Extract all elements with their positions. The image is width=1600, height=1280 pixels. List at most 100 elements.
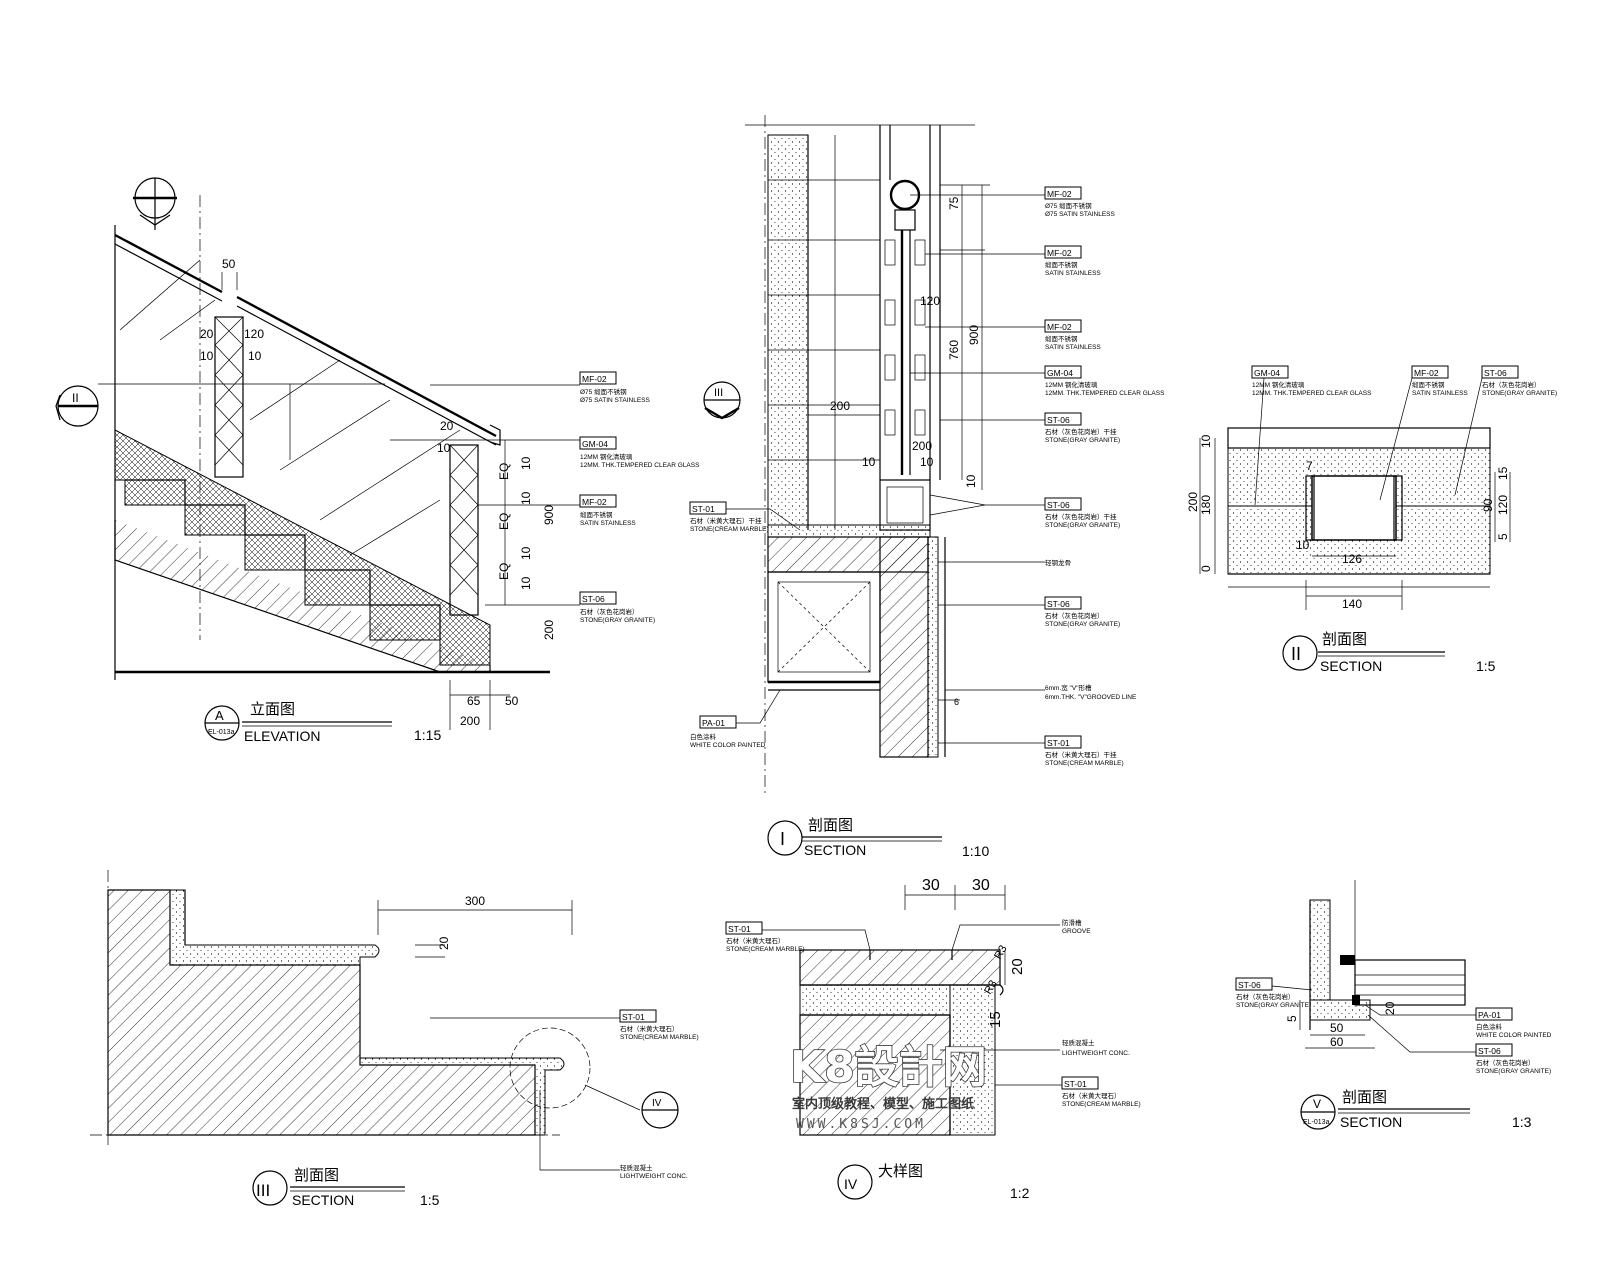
callout-code: MF-02 [1047, 322, 1072, 332]
callout-en: STONE(GRAY GRANITE) [1476, 1068, 1551, 1075]
callout-code: ST-06 [1238, 980, 1261, 990]
handrail [114, 233, 501, 446]
watermark: K8設計网 室内顶级教程、模型、施工图纸 WWW.K8SJ.COM [789, 1041, 987, 1132]
dim-label: 10 [248, 349, 262, 363]
callout-cn: 轻质混凝土 [620, 1163, 653, 1172]
callout-cn: 缎面不锈钢 [1045, 334, 1078, 343]
callout-code: PA-01 [702, 718, 725, 728]
section-marker-ii-left: II [55, 383, 385, 427]
dim-label: 10 [437, 441, 451, 455]
title-cn: 剖面图 [1342, 1089, 1387, 1106]
detail-iv-callouts: ST-01 石材（米黄大理石） STONE(CREAM MARBLE) 防滑槽 … [725, 918, 1141, 1108]
title-en: SECTION [292, 1192, 354, 1208]
callout-cn: 12MM 钢化清玻璃 [1252, 380, 1305, 389]
dim-label: 15 [987, 1011, 1004, 1028]
glass-balustrade [879, 125, 941, 480]
title-en: SECTION [1320, 658, 1382, 674]
callout-cn: 12MM 钢化清玻璃 [1045, 380, 1098, 389]
dim-label: 200 [912, 439, 932, 453]
dim-label: 120 [244, 327, 264, 341]
dim-label: 7 [1306, 459, 1313, 473]
dim-label: 20 [200, 327, 214, 341]
title-cn: 剖面图 [808, 817, 853, 834]
dim-label: 20 [440, 419, 454, 433]
section-i-dimensions: 75 120 900 760 200 200 10 10 10 6 [808, 184, 990, 707]
drawing-title-i: I 剖面图 SECTION 1:10 [767, 817, 989, 859]
callout-en: SATIN STAINLESS [1045, 344, 1101, 351]
title-en: SECTION [804, 842, 866, 858]
dim-label: 5 [1285, 1015, 1299, 1022]
callout-cn: Ø75 缎面不锈钢 [580, 387, 627, 396]
title-tag: IV [844, 1176, 858, 1192]
title-cn: 大样图 [878, 1163, 923, 1180]
dim-label: 140 [1342, 597, 1362, 611]
callout-en: 12MM. THK.TEMPERED CLEAR GLASS [1045, 390, 1165, 397]
title-tag: A [215, 708, 224, 723]
dim-label: 30 [922, 877, 940, 894]
drawing-title-iii: III 剖面图 SECTION 1:5 [252, 1167, 440, 1208]
dim-label: 75 [947, 196, 961, 210]
callout-en: SATIN STAINLESS [1045, 270, 1101, 277]
callout-cn: 白色涂料 [1476, 1022, 1503, 1031]
callout-en: GROOVE [1062, 928, 1091, 935]
callout-en: STONE(GRAY GRANITE) [1045, 522, 1120, 529]
title-en: SECTION [1340, 1114, 1402, 1130]
callout-en: STONE(GRAY GRANITE) [580, 617, 655, 624]
callout-cn: 防滑槽 [1062, 918, 1082, 927]
callout-cn: 石材（灰色花岗岩） [1045, 611, 1104, 620]
title-ref: EL-013a [208, 729, 235, 736]
dim-label: 10 [519, 456, 533, 470]
callout-code: GM-04 [1047, 368, 1073, 378]
title-cn: 立面图 [250, 701, 295, 718]
elevation-dimensions: 50 20 120 10 10 20 10 900 200 EQ EQ EQ 1… [200, 257, 556, 730]
dim-label: 120 [920, 294, 940, 308]
callout-en: 12MM. THK.TEMPERED CLEAR GLASS [1252, 390, 1372, 397]
callout-code: ST-01 [1064, 1079, 1087, 1089]
callout-code: ST-01 [1047, 738, 1070, 748]
title-tag: III [256, 1181, 270, 1200]
title-scale: 1:2 [1010, 1185, 1030, 1201]
section-drawing-i: III 75 120 900 760 200 200 10 10 10 6 MF… [689, 115, 1165, 859]
callout-cn: 石材（米黄大理石） [1062, 1091, 1121, 1100]
elevation-callouts: MF-02 Ø75 缎面不锈钢 Ø75 SATIN STAINLESS GM-0… [390, 371, 700, 624]
callout-cn: 石材（米黄大理石） [726, 936, 785, 945]
callout-code: ST-06 [1047, 500, 1070, 510]
dim-label: 15 [1496, 466, 1510, 480]
callout-cn: 白色涂料 [690, 732, 717, 741]
title-ref: EL-013a [1303, 1119, 1330, 1126]
callout-en: STONE(GRAY GRANITE) [1045, 437, 1120, 444]
callout-code: ST-06 [1478, 1046, 1501, 1056]
callout-en: LIGHTWEIGHT CONC. [620, 1173, 688, 1180]
callout-en: STONE(CREAM MARBLE) [690, 526, 769, 533]
detail-drawing-iv: 30 30 20 15 R3 R3 ST-01 石材（米黄大理石） STONE(… [725, 877, 1141, 1201]
section-drawing-v: 5 50 60 20 ST-06 石材（灰色花岗岩） STONE(GRAY GR… [1235, 880, 1552, 1130]
dim-label: 90 [1481, 498, 1495, 512]
dim-label: 180 [1199, 495, 1213, 515]
watermark-url: WWW.K8SJ.COM [796, 1117, 926, 1132]
callout-code: MF-02 [1047, 248, 1072, 258]
callout-code: ST-06 [582, 594, 605, 604]
callout-cn: 石材（灰色花岗岩） [580, 607, 639, 616]
detail-circle-iv: IV [509, 1027, 679, 1129]
dim-label: 10 [519, 491, 533, 505]
title-tag: II [1291, 644, 1301, 664]
dim-label: 10 [1199, 434, 1213, 448]
callout-code: ST-01 [692, 504, 715, 514]
dim-label: 65 [467, 694, 481, 708]
stone-treads [169, 889, 565, 1136]
section-drawing-ii: 200 180 10 0 7 10 126 140 15 90 120 5 GM… [1186, 365, 1557, 674]
drawing-title-iv: IV 大样图 1:2 [837, 1163, 1030, 1201]
callout-code: ST-06 [1047, 415, 1070, 425]
callout-cn: Ø75 缎面不锈钢 [1045, 201, 1092, 210]
dim-label: 10 [1296, 538, 1310, 552]
title-scale: 1:15 [414, 727, 441, 743]
dim-label: 10 [200, 349, 214, 363]
callout-cn: 缎面不锈钢 [1412, 380, 1445, 389]
dim-label: 760 [947, 340, 961, 360]
section-ii-dimensions: 200 180 10 0 7 10 126 140 15 90 120 5 [1186, 434, 1511, 611]
glass-panel [119, 259, 461, 556]
callout-cn: 石材（灰色花岗岩）干挂 [1045, 427, 1117, 436]
callout-code: MF-02 [1047, 189, 1072, 199]
section-iii-dimensions: 300 20 [377, 894, 573, 958]
dim-label: 900 [542, 505, 556, 525]
